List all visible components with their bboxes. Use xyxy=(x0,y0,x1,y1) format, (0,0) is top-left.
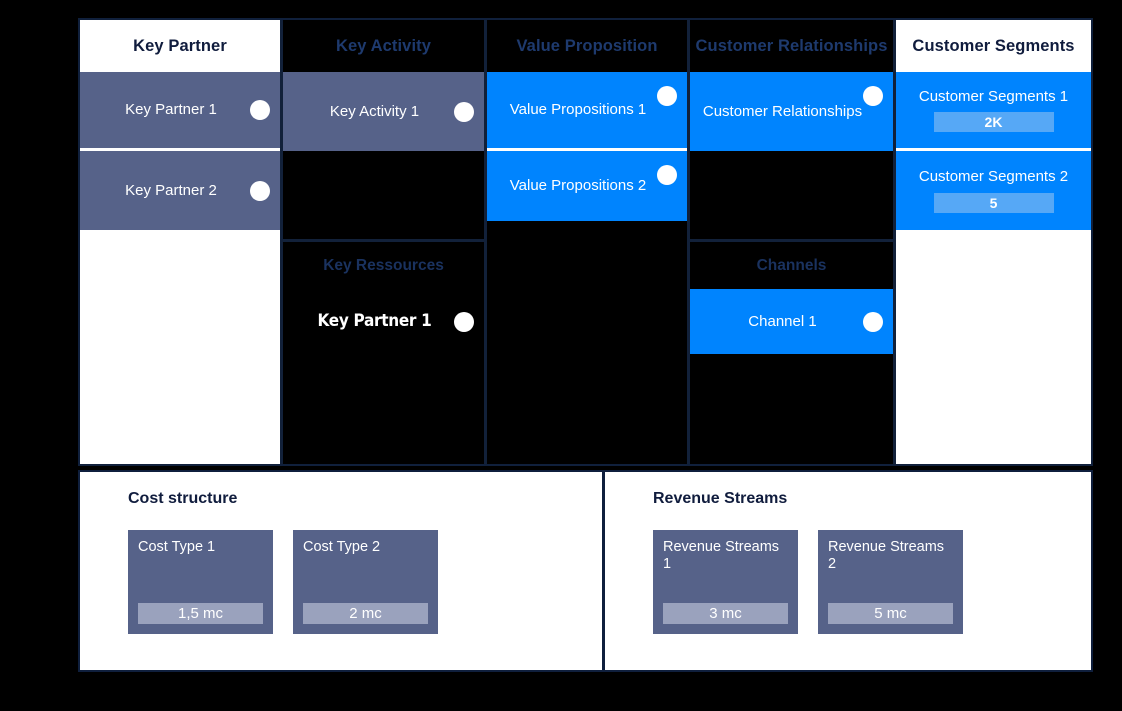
column-dropzone-value-proposition[interactable] xyxy=(487,221,687,464)
canvas-column-value-proposition[interactable]: Value Proposition Value Propositions 1 V… xyxy=(487,20,690,464)
column-dropzone-key-partner[interactable] xyxy=(80,230,280,464)
card-label: Value Propositions 2 xyxy=(509,177,647,195)
column-dropzone-customer-segments[interactable] xyxy=(896,230,1091,464)
business-model-canvas: Key Partner Key Partner 1 Key Partner 2 … xyxy=(78,18,1093,672)
card-value-badge: 3 mc xyxy=(663,603,788,624)
card-value-badge: 5 xyxy=(933,192,1054,213)
revenue-streams-card-list: Revenue Streams 1 3 mc Revenue Streams 2… xyxy=(653,530,1091,634)
card-cost-type-1[interactable]: Cost Type 1 1,5 mc xyxy=(128,530,273,634)
canvas-column-key-activity[interactable]: Key Activity Key Activity 1 Key Ressourc… xyxy=(283,20,487,464)
column-header-key-activity: Key Activity xyxy=(283,20,484,72)
card-label: Key Partner 1 xyxy=(317,310,432,331)
card-key-ressources-1[interactable]: Key Partner 1 xyxy=(283,289,484,354)
card-value-badge: 2K xyxy=(933,112,1054,133)
cost-structure-card-list: Cost Type 1 1,5 mc Cost Type 2 2 mc xyxy=(128,530,602,634)
card-label: Revenue Streams 1 xyxy=(663,539,780,572)
panel-revenue-streams[interactable]: Revenue Streams Revenue Streams 1 3 mc R… xyxy=(605,470,1093,672)
card-label: Key Partner 1 xyxy=(125,101,217,119)
card-value-propositions-1[interactable]: Value Propositions 1 xyxy=(487,72,687,151)
card-label: Customer Relationships xyxy=(702,102,863,120)
canvas-column-key-partner[interactable]: Key Partner Key Partner 1 Key Partner 2 xyxy=(80,20,283,464)
section-dropzone-key-activity[interactable] xyxy=(283,151,484,239)
card-label: Channel 1 xyxy=(748,312,817,330)
card-label: Customer Segments 2 xyxy=(918,168,1069,186)
card-channel-1[interactable]: Channel 1 xyxy=(690,289,893,354)
card-label: Revenue Streams 2 xyxy=(828,539,945,572)
card-handle-dot-icon[interactable] xyxy=(657,165,677,185)
card-label: Cost Type 1 xyxy=(138,539,216,555)
panel-title-revenue-streams: Revenue Streams xyxy=(653,490,788,507)
section-channels: Channels Channel 1 xyxy=(690,242,893,464)
panel-title-cost-structure: Cost structure xyxy=(128,490,238,507)
column-header-customer-segments: Customer Segments xyxy=(896,20,1091,72)
section-header-channels: Channels xyxy=(690,242,893,289)
card-label: Key Activity 1 xyxy=(329,102,420,120)
card-value-badge: 2 mc xyxy=(303,603,428,624)
canvas-column-customer-segments[interactable]: Customer Segments Customer Segments 1 2K… xyxy=(896,20,1091,464)
card-handle-dot-icon[interactable] xyxy=(454,311,474,332)
card-revenue-streams-2[interactable]: Revenue Streams 2 5 mc xyxy=(818,530,963,634)
card-revenue-streams-1[interactable]: Revenue Streams 1 3 mc xyxy=(653,530,798,634)
section-key-activity: Key Activity Key Activity 1 xyxy=(283,20,484,242)
card-label: Value Propositions 1 xyxy=(509,101,647,119)
card-handle-dot-icon[interactable] xyxy=(454,101,474,122)
card-customer-relationships-1[interactable]: Customer Relationships xyxy=(690,72,893,151)
canvas-column-customer-relationships[interactable]: Customer Relationships Customer Relation… xyxy=(690,20,896,464)
card-key-partner-1[interactable]: Key Partner 1 xyxy=(80,72,280,151)
card-label: Cost Type 2 xyxy=(303,539,381,555)
panel-cost-structure[interactable]: Cost structure Cost Type 1 1,5 mc Cost T… xyxy=(78,470,605,672)
section-dropzone-customer-relationships[interactable] xyxy=(690,151,893,239)
canvas-bottom-block: Cost structure Cost Type 1 1,5 mc Cost T… xyxy=(78,470,1093,672)
card-handle-dot-icon[interactable] xyxy=(250,100,270,120)
card-handle-dot-icon[interactable] xyxy=(863,311,883,332)
section-dropzone-key-ressources[interactable] xyxy=(283,354,484,464)
card-key-activity-1[interactable]: Key Activity 1 xyxy=(283,72,484,151)
card-label: Key Partner 2 xyxy=(125,181,217,199)
card-value-propositions-2[interactable]: Value Propositions 2 xyxy=(487,151,687,221)
column-header-key-partner: Key Partner xyxy=(80,20,280,72)
card-handle-dot-icon[interactable] xyxy=(863,86,883,106)
card-key-partner-2[interactable]: Key Partner 2 xyxy=(80,151,280,230)
card-cost-type-2[interactable]: Cost Type 2 2 mc xyxy=(293,530,438,634)
canvas-top-block: Key Partner Key Partner 1 Key Partner 2 … xyxy=(78,18,1093,466)
card-handle-dot-icon[interactable] xyxy=(250,180,270,201)
section-dropzone-channels[interactable] xyxy=(690,354,893,464)
column-header-value-proposition: Value Proposition xyxy=(487,20,687,72)
section-key-ressources: Key Ressources Key Partner 1 xyxy=(283,242,484,464)
card-value-badge: 5 mc xyxy=(828,603,953,624)
card-customer-segments-2[interactable]: Customer Segments 2 5 xyxy=(896,151,1091,230)
section-header-key-ressources: Key Ressources xyxy=(283,242,484,289)
card-handle-dot-icon[interactable] xyxy=(657,86,677,106)
section-customer-relationships: Customer Relationships Customer Relation… xyxy=(690,20,893,242)
card-customer-segments-1[interactable]: Customer Segments 1 2K xyxy=(896,72,1091,151)
card-value-badge: 1,5 mc xyxy=(138,603,263,624)
column-header-customer-relationships: Customer Relationships xyxy=(690,20,893,72)
card-label: Customer Segments 1 xyxy=(918,87,1069,105)
